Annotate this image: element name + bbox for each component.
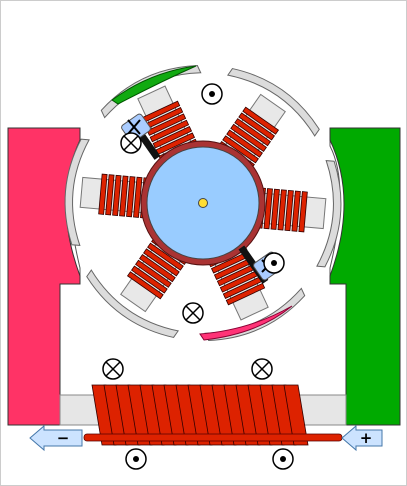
- cross-circle-icon: [251, 358, 273, 380]
- terminal-negative: −: [29, 424, 83, 452]
- pole-shoe: [316, 160, 342, 268]
- terminal-negative-label: −: [57, 429, 70, 447]
- cross-circle-icon: [102, 358, 124, 380]
- brush-arc-green: [111, 65, 197, 105]
- cross-mark: [127, 119, 141, 135]
- arrow-left-icon: [341, 424, 383, 452]
- cross-circle-icon: [120, 132, 142, 154]
- field-pole-right: [329, 127, 401, 426]
- dot-circle-icon: [263, 252, 285, 274]
- terminal-positive: +: [341, 424, 383, 452]
- arrow-left-icon: [29, 424, 83, 452]
- shaft: [198, 198, 208, 208]
- dot-circle-icon: [272, 448, 294, 470]
- pole-shoe: [226, 68, 320, 137]
- pole-shoe: [64, 138, 90, 246]
- coil-lead-wire: [83, 433, 343, 442]
- cross-circle-icon: [182, 302, 204, 324]
- brush-arc-pink: [199, 305, 293, 341]
- terminal-positive-label: +: [360, 429, 373, 447]
- dot-circle-icon: [125, 448, 147, 470]
- field-coil: [91, 384, 309, 446]
- dot-circle-icon: [201, 83, 223, 105]
- pole-shoe: [86, 269, 180, 338]
